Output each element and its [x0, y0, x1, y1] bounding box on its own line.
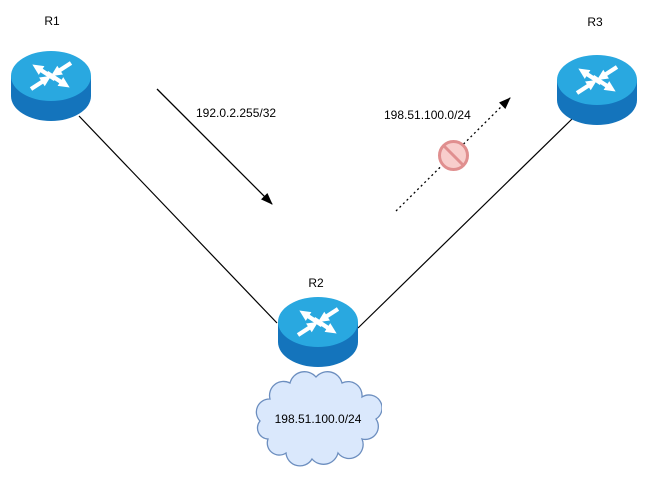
no-entry-icon: [438, 140, 469, 171]
link-r1-r2: [78, 115, 278, 324]
router-icon: [277, 296, 359, 368]
router-icon: [556, 54, 638, 126]
cloud-network-label: 198.51.100.0/24: [274, 412, 362, 426]
router-r1-label: R1: [44, 14, 60, 28]
router-r3-label: R3: [587, 15, 603, 29]
router-r2-label: R2: [308, 276, 324, 290]
router-icon: [10, 50, 92, 122]
cloud-icon: 198.51.100.0/24: [254, 371, 382, 467]
link-r2-r3: [357, 118, 573, 329]
blocked-route-label: 198.51.100.0/24: [384, 108, 471, 122]
advertised-route-arrow: [156, 88, 273, 205]
advertised-route-label: 192.0.2.255/32: [196, 106, 277, 120]
